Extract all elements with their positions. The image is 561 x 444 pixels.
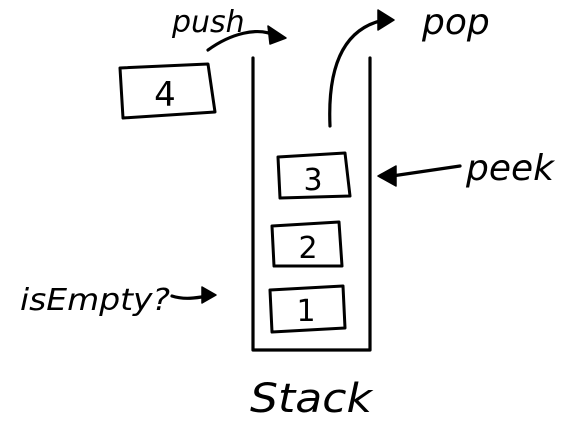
incoming-item: 4 (118, 62, 217, 120)
incoming-item-label: 4 (154, 75, 176, 115)
stack-item-label: 2 (298, 231, 317, 266)
peek-arrow (377, 164, 462, 187)
is-empty-label: isEmpty? (20, 283, 170, 318)
stack-container (251, 56, 372, 352)
stack-label: Stack (250, 376, 374, 422)
stack-item-middle: 2 (270, 220, 344, 268)
is-empty-arrow (170, 286, 217, 304)
push-arrow (206, 25, 287, 52)
stack-item-label: 3 (303, 163, 322, 198)
stack-item-bottom: 1 (268, 284, 347, 334)
pop-label: pop (421, 2, 490, 43)
pop-arrow (328, 9, 395, 128)
stack-item-top: 3 (276, 151, 352, 200)
peek-label: peek (465, 148, 556, 189)
stack-item-label: 1 (296, 294, 315, 329)
push-label: push (171, 5, 245, 40)
